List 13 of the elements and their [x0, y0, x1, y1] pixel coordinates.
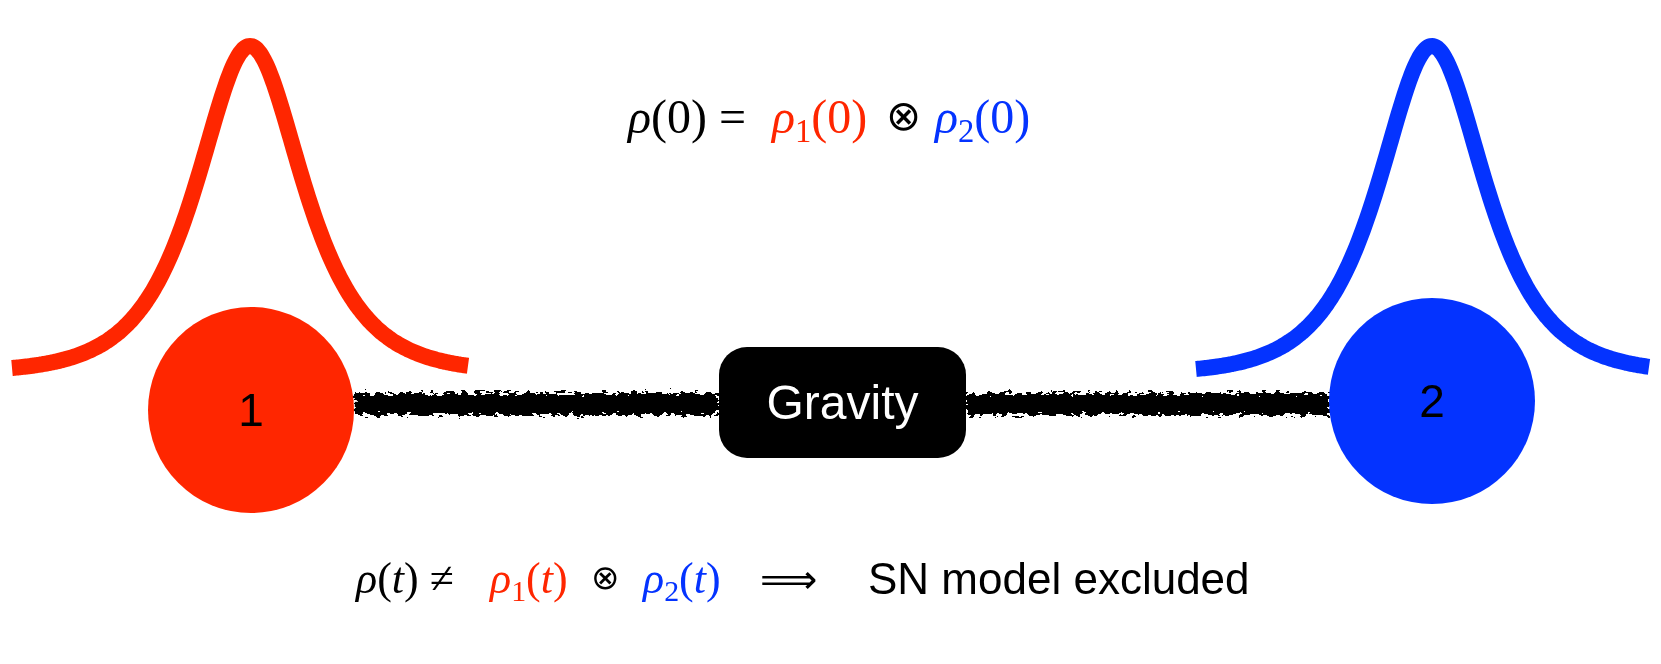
connector-line [353, 393, 719, 415]
operator-symbol: ⊗ [886, 95, 922, 137]
equation-term: ρ$_{2}$(t) [643, 557, 721, 601]
equation-term: ρ(t) ≠ [356, 557, 454, 601]
interaction-box [719, 347, 966, 458]
conclusion-text: SN model excluded [868, 557, 1250, 601]
implies-symbol: ⟹ [760, 559, 818, 599]
particle-number: 1 [238, 387, 264, 433]
operator-symbol: ⊗ [591, 560, 620, 594]
equation-term: ρ$_{1}$(t) [490, 557, 568, 601]
particle-number: 2 [1419, 378, 1445, 424]
box-label: Gravity [766, 378, 919, 427]
connector-line [966, 393, 1330, 415]
